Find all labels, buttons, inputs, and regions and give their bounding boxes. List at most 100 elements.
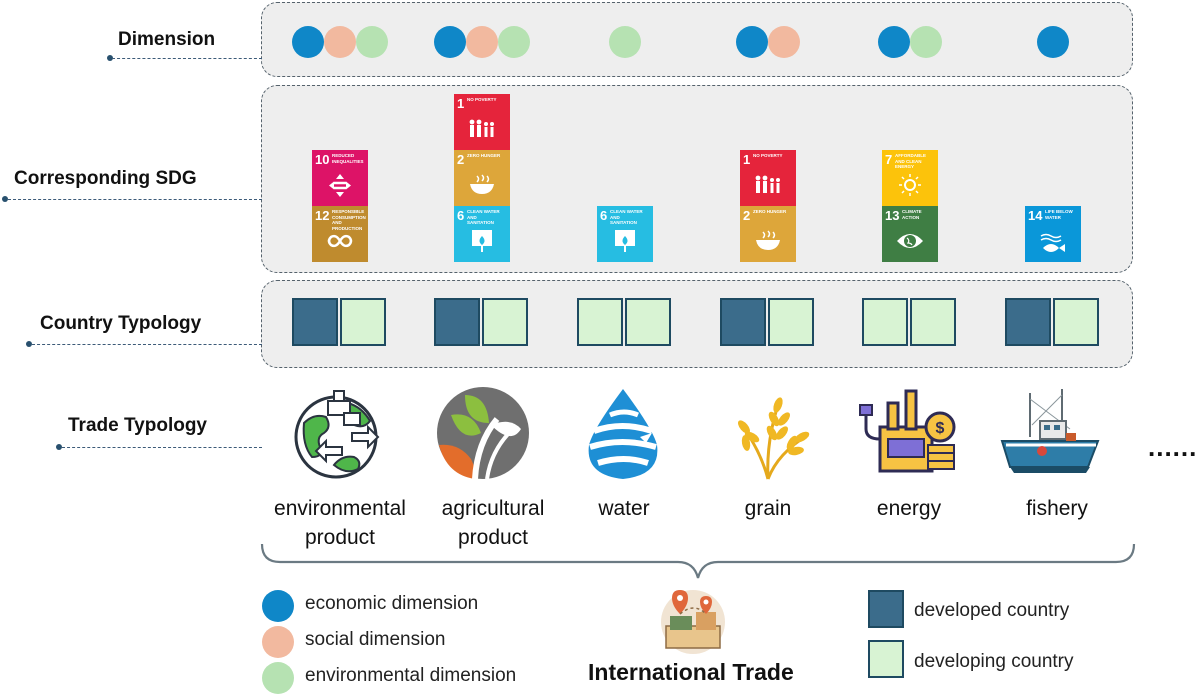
more-ellipsis: ...... [1148,432,1198,462]
leader-dot-country [26,341,32,347]
wheat-icon [738,397,810,480]
country-cell-developing [625,298,671,346]
sdg-goal-number: 6 [600,208,608,223]
trade-label-line1: environmental [274,497,406,520]
sdg-goal-title: LIFE BELOW WATER [1045,209,1073,220]
legend-swatch-environmental [262,662,294,694]
leader-dot-trade [56,444,62,450]
country-cell-developing [910,298,956,346]
dimension-circle-environmental [498,26,530,58]
country-cell-developed [720,298,766,346]
country-cell-developed [1005,298,1051,346]
country-cell-developing [577,298,623,346]
dimension-circle-social [324,26,356,58]
country-cell-developing [768,298,814,346]
sdg-goal-number: 13 [885,208,900,223]
sdg-goal-number: 14 [1028,208,1043,223]
trade-label-line1: agricultural [441,497,545,520]
trade-label-grain: grain [744,497,792,520]
row-label-sdg: Corresponding SDG [14,168,197,189]
dimension-circle-economic [1037,26,1069,58]
leader-line-country [32,344,262,345]
sdg-goal-number: 1 [743,152,751,167]
trade-label-agricultural-product: agricultural product [413,494,573,552]
leader-dot-sdg [2,196,8,202]
sdg-goal-title: NO POVERTY [467,97,497,102]
equality-icon [329,174,351,197]
legend-label-social: social dimension [305,629,446,650]
dimension-circle-economic [434,26,466,58]
trade-label-environmental-product: environmental product [260,494,420,552]
international-trade-icon [661,590,725,654]
dimension-panel [261,2,1133,77]
legend-swatch-developed [868,590,904,628]
factory-coin-icon: $ [859,389,956,473]
legend-label-environmental: environmental dimension [305,665,517,686]
infinity-icon [327,234,353,248]
dimension-circle-social [768,26,800,58]
legend-swatch-social [262,626,294,658]
trade-label-water: water [598,497,650,520]
row-label-dimension: Dimension [118,29,216,50]
family-icon [469,119,494,137]
dimension-circle-environmental [356,26,388,58]
country-cell-developed [434,298,480,346]
row-label-trade: Trade Typology [68,415,208,436]
sdg-goal-title: ZERO HUNGER [753,209,787,214]
leader-dot-dimension [107,55,113,61]
trade-label-energy: energy [876,497,942,520]
country-cell-developing [482,298,528,346]
trade-label-fishery: fishery [1026,497,1088,520]
sun-icon [899,174,921,196]
country-cell-developing [1053,298,1099,346]
water-drop-icon [615,230,635,252]
leader-line-trade [62,447,262,448]
bowl-icon [756,230,780,250]
sdg-goal-number: 2 [457,152,465,167]
sdg-goal-title: ZERO HUNGER [467,153,501,158]
sdg-panel [261,85,1133,273]
leader-line-dimension [112,58,262,59]
water-swirl-icon [588,389,658,479]
grouping-brace [260,543,1136,579]
row-label-country: Country Typology [40,313,202,334]
sdg-goal-number: 10 [315,152,330,167]
dimension-circle-environmental [609,26,641,58]
sdg-goal-number: 2 [743,208,751,223]
country-typology-panel [261,280,1133,368]
earth-eye-icon [897,234,923,248]
dimension-circle-economic [292,26,324,58]
fishing-boat-icon [1000,389,1100,473]
legend-label-developed: developed country [914,600,1070,621]
svg-text:$: $ [936,420,945,437]
family-icon [755,175,780,193]
sdg-goal-title: CLIMATE ACTION [902,209,922,220]
water-drop-icon [472,230,492,252]
legend-swatch-economic [262,590,294,622]
country-cell-developing [340,298,386,346]
sdg-goal-title: REDUCED INEQUALITIES [332,153,364,164]
trade-label-line2: product [457,526,529,549]
dimension-circle-social [466,26,498,58]
country-cell-developed [292,298,338,346]
globe-trade-icon [294,390,380,479]
legend-label-economic: economic dimension [305,593,479,614]
country-cell-developing [862,298,908,346]
legend-label-developing: developing country [914,651,1074,672]
sdg-goal-number: 6 [457,208,465,223]
sdg-goal-title: CLEAN WATER AND SANITATION [610,209,643,225]
sdg-goal-number: 1 [457,96,465,111]
sdg-goal-title: AFFORDABLE AND CLEAN ENERGY [895,153,926,169]
bowl-icon [470,174,494,194]
dimension-circle-environmental [910,26,942,58]
